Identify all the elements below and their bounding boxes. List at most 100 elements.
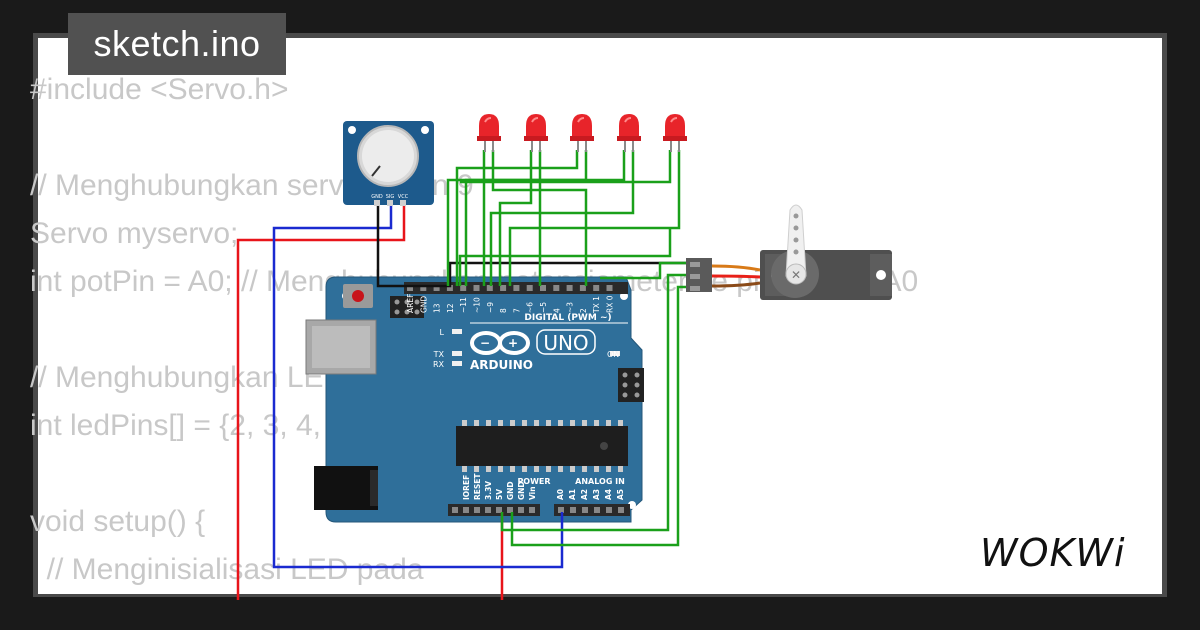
header-pin[interactable] xyxy=(570,507,576,513)
header-pin[interactable] xyxy=(529,507,535,513)
wire-blue-signal[interactable] xyxy=(272,205,564,569)
header-pin[interactable] xyxy=(474,507,480,513)
red-led[interactable] xyxy=(524,114,548,152)
digital-pin-label: ~5 xyxy=(539,302,548,313)
header-pin[interactable] xyxy=(460,285,467,291)
board-indicator-leds xyxy=(452,329,620,366)
icsp-header xyxy=(390,296,424,318)
header-pin[interactable] xyxy=(606,285,613,291)
digital-label: DIGITAL (PWM ~) xyxy=(524,313,611,323)
header-pin[interactable] xyxy=(553,285,560,291)
digital-pin-label: 7 xyxy=(512,308,521,313)
header-pin[interactable] xyxy=(463,507,469,513)
wire-green-led-2[interactable] xyxy=(498,150,533,286)
power-pin-label: IOREF xyxy=(462,475,471,500)
header-pin[interactable] xyxy=(420,285,427,291)
led-label-tx: TX xyxy=(433,350,445,359)
power-pin-label: RESET xyxy=(473,473,482,500)
infinity-minus: − xyxy=(480,336,490,350)
wire-red-vcc[interactable] xyxy=(236,205,406,600)
header-pin[interactable] xyxy=(618,507,624,513)
wire-green-led-3[interactable] xyxy=(455,150,579,286)
header-pin[interactable] xyxy=(540,285,546,291)
led-row xyxy=(477,114,687,152)
wire-green-led-5b[interactable] xyxy=(508,150,681,286)
microcontroller-chip xyxy=(456,426,628,466)
icsp-header xyxy=(618,368,644,402)
servo-mount-hole xyxy=(876,270,886,280)
sketch-filename-tab[interactable]: sketch.ino xyxy=(68,13,286,75)
red-led[interactable] xyxy=(570,114,594,152)
header-pin[interactable] xyxy=(446,285,453,291)
header-pin[interactable] xyxy=(473,285,480,291)
wire-green-servo-power[interactable] xyxy=(510,285,686,547)
header-pin[interactable] xyxy=(500,285,507,291)
power-header xyxy=(448,504,540,516)
wire-green-led-4[interactable] xyxy=(446,150,626,286)
red-led[interactable] xyxy=(477,114,501,152)
pot-pin-gnd-label: GND xyxy=(371,194,383,200)
wire-green-servo-signal[interactable] xyxy=(500,273,686,532)
wire-black-gnd[interactable] xyxy=(376,205,686,288)
header-pin[interactable] xyxy=(513,285,520,291)
power-jack-edge xyxy=(370,470,378,506)
wire-green-led-5[interactable] xyxy=(460,150,672,184)
header-pin[interactable] xyxy=(582,507,588,513)
header-pin[interactable] xyxy=(526,285,533,291)
header-pin[interactable] xyxy=(452,507,458,513)
servo-motor[interactable]: ✕ xyxy=(686,204,892,300)
header-pin[interactable] xyxy=(496,507,502,513)
on-label: ON xyxy=(607,350,619,359)
digital-pin-label: AREF xyxy=(406,294,415,313)
header-pin[interactable] xyxy=(518,507,524,513)
wire-green-led-4b[interactable] xyxy=(489,150,635,286)
chip-pins xyxy=(462,420,623,472)
header-pin[interactable] xyxy=(558,507,564,513)
digital-pin-label: TX 1 xyxy=(592,296,601,314)
header-pin[interactable] xyxy=(606,507,612,513)
servo-wire-orange xyxy=(711,264,761,272)
uno-badge xyxy=(536,329,596,355)
pot-pin-sig-label: SIG xyxy=(386,194,395,200)
code-line: Servo myservo; xyxy=(30,217,239,250)
analog-label: ANALOG IN xyxy=(575,477,625,486)
analog-pin-label: A1 xyxy=(568,489,577,500)
red-led[interactable] xyxy=(617,114,641,152)
power-label: POWER xyxy=(517,477,550,486)
servo-screw: ✕ xyxy=(791,268,801,282)
digital-pin-label: 4 xyxy=(552,308,561,313)
red-led[interactable] xyxy=(663,114,687,152)
analog-pin-label: A2 xyxy=(580,489,589,500)
analog-pin-label: A4 xyxy=(604,489,613,500)
header-pin[interactable] xyxy=(593,285,600,291)
header-pin[interactable] xyxy=(566,285,573,291)
analog-pin-label: A3 xyxy=(592,489,601,500)
header-pin[interactable] xyxy=(594,507,600,513)
header-pin[interactable] xyxy=(579,285,586,291)
wire-green-led-5c[interactable] xyxy=(458,228,672,286)
header-pin[interactable] xyxy=(407,285,413,291)
wire-green-gnd[interactable] xyxy=(600,261,686,280)
power-pin-label: 3.3V xyxy=(484,481,493,500)
digital-pin-label: RX 0 xyxy=(606,295,615,313)
digital-pin-label: ~9 xyxy=(486,302,495,313)
header-pin[interactable] xyxy=(486,285,493,291)
header-pin[interactable] xyxy=(433,285,440,291)
reset-button-cap xyxy=(352,290,364,302)
power-jack xyxy=(314,466,378,510)
digital-pin-label: GND xyxy=(419,296,428,313)
code-line: void setup() { xyxy=(30,505,206,538)
uno-model-label: UNO xyxy=(543,331,588,355)
power-pin-label: 5V xyxy=(495,489,504,500)
pot-pin-vcc-label: VCC xyxy=(398,194,409,200)
potentiometer[interactable]: GND SIG VCC xyxy=(343,121,434,206)
header-pin[interactable] xyxy=(507,507,513,513)
led-label-rx: RX xyxy=(433,360,445,369)
power-pin-label: GND xyxy=(517,481,526,500)
digital-pin-label: ~6 xyxy=(526,302,535,313)
header-pin[interactable] xyxy=(485,507,491,513)
wokwi-logo-text: WOKWi xyxy=(980,531,1126,575)
